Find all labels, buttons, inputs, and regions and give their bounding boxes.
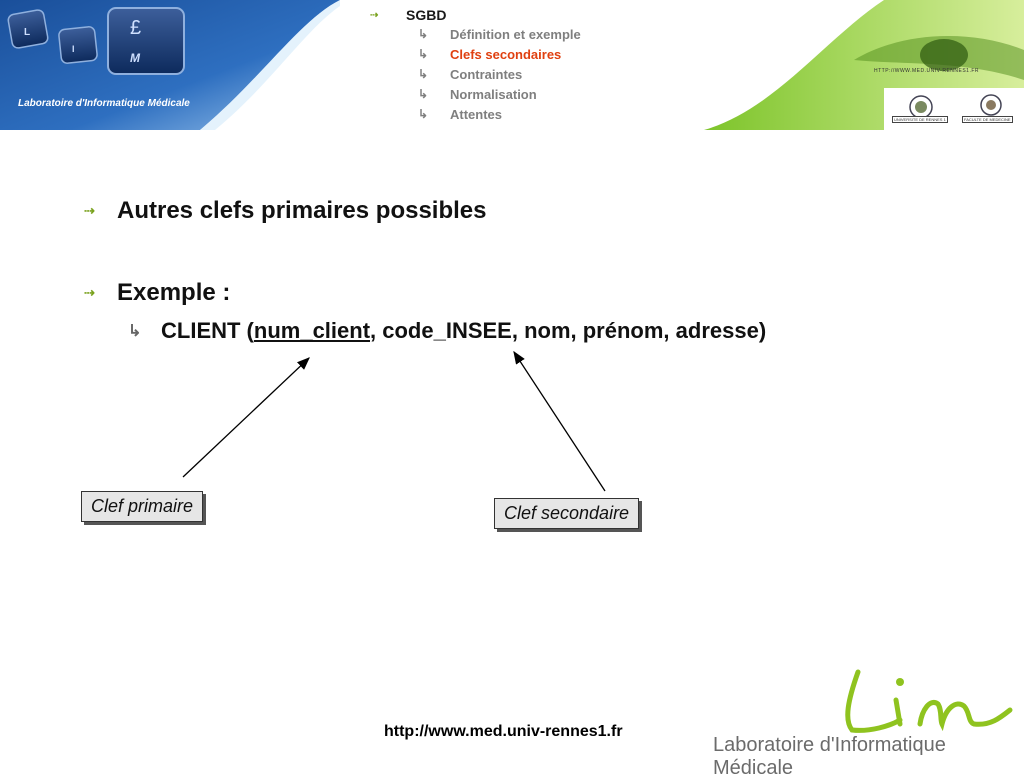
lab-name-footer: Laboratoire d'Informatique Médicale	[713, 734, 946, 779]
section-outline: ⇢ SGBD ↳ Définition et exemple ↳ Clefs s…	[370, 6, 581, 124]
callout-primary-key: Clef primaire	[81, 491, 204, 522]
bullet-text: Exemple :	[117, 279, 231, 306]
faculty-caption: FACULTE DE MEDECINE	[962, 116, 1013, 123]
bullet-exemple: ⇢ Exemple :	[84, 279, 230, 307]
sub-bullet-client: ↳ CLIENT (num_client, code_INSEE, nom, p…	[128, 318, 766, 344]
outline-top-label: SGBD	[406, 7, 447, 23]
lim-logo-icon	[845, 669, 1013, 733]
callout-secondary-key: Clef secondaire	[494, 498, 640, 529]
key-i-glyph: I	[72, 44, 75, 54]
arrow-bullet-icon: ⇢	[84, 203, 95, 218]
keyboard-keys-graphic: L I £ M	[0, 0, 340, 130]
outline-item-label: Clefs secondaires	[450, 46, 562, 62]
return-arrow-icon: ↳	[418, 107, 429, 121]
return-arrow-icon: ↳	[128, 323, 142, 340]
return-arrow-icon: ↳	[418, 27, 429, 41]
outline-item-label: Normalisation	[450, 86, 537, 102]
bullet-autres-clefs: ⇢ Autres clefs primaires possibles	[84, 197, 487, 225]
outline-item-definition: ↳ Définition et exemple	[370, 24, 581, 44]
outline-item-label: Définition et exemple	[450, 26, 581, 42]
client-attributes: , code_INSEE, nom, prénom, adresse)	[370, 318, 767, 343]
outline-item-label: Attentes	[450, 106, 503, 122]
lab-name: Laboratoire d'Informatique Médicale	[18, 98, 190, 109]
key-l-glyph: L	[24, 27, 30, 38]
return-arrow-icon: ↳	[418, 67, 429, 81]
header-banner-right: HTTP://WWW.MED.UNIV-RENNES1.FR UNIVERSIT…	[704, 0, 1024, 130]
key-pound-glyph: £	[130, 17, 141, 39]
header-url: HTTP://WWW.MED.UNIV-RENNES1.FR	[874, 68, 979, 74]
arrow-bullet-icon: ⇢	[370, 9, 379, 21]
outline-item-attentes: ↳ Attentes	[370, 104, 581, 124]
key-m-glyph: M	[130, 51, 141, 65]
primary-key-arrow	[182, 357, 310, 478]
arrow-bullet-icon: ⇢	[84, 285, 95, 300]
university-caption: UNIVERSITE DE RENNES 1	[892, 116, 948, 123]
bullet-text: Autres clefs primaires possibles	[117, 197, 487, 224]
header-banner-left: L I £ M Laboratoire d'Informatique Médic…	[0, 0, 340, 130]
eye-graphic	[704, 0, 1024, 130]
return-arrow-icon: ↳	[418, 47, 429, 61]
outline-item-clefs-secondaires: ↳ Clefs secondaires	[370, 44, 581, 64]
secondary-key-arrow	[513, 350, 606, 492]
outline-item-normalisation: ↳ Normalisation	[370, 84, 581, 104]
outline-item-label: Contraintes	[450, 66, 523, 82]
outline-top-item: ⇢ SGBD	[370, 6, 581, 24]
primary-key-text: num_client	[253, 318, 371, 343]
return-arrow-icon: ↳	[418, 87, 429, 101]
footer-url[interactable]: http://www.med.univ-rennes1.fr	[384, 723, 623, 740]
outline-item-contraintes: ↳ Contraintes	[370, 64, 581, 84]
client-prefix: CLIENT (	[161, 318, 254, 343]
